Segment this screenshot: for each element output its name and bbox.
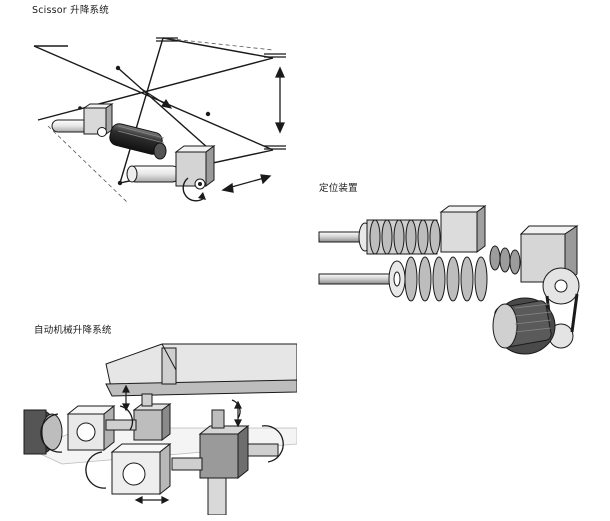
lower-bellows <box>388 245 521 302</box>
screw-jack-right <box>171 409 279 515</box>
horizontal-travel-arrow-icon <box>134 496 170 504</box>
rotation-arrow-icon <box>182 177 205 202</box>
vertical-travel-arrow-icon <box>122 384 242 428</box>
scissor-frame <box>33 37 274 184</box>
drive-motor <box>23 409 63 455</box>
scissor-lift-illustration <box>33 37 286 204</box>
caption-automation-lift: 自动机械升降系统 <box>34 325 112 336</box>
caption-scissor-lift: Scissor 升降系统 <box>32 5 109 16</box>
positioning-device-illustration <box>318 205 580 355</box>
upper-gearbox <box>439 205 487 253</box>
upper-bellows <box>358 219 441 255</box>
drive-motor <box>109 123 167 160</box>
vertical-travel-arrow-icon <box>274 66 286 134</box>
lower-rod <box>318 273 400 285</box>
bevel-gearbox-center <box>110 442 172 496</box>
belt-drive <box>542 267 580 349</box>
screw-jack-left <box>105 393 172 441</box>
frame-brackets <box>156 37 286 150</box>
horizontal-travel-arrow-icon <box>221 174 272 193</box>
drive-motor <box>492 297 556 355</box>
screw-jack-front <box>126 145 216 190</box>
bevel-gearbox-left <box>66 404 116 452</box>
rotation-arrow-icon <box>40 399 284 489</box>
caption-positioning-device: 定位装置 <box>319 183 358 194</box>
automation-lift-illustration <box>23 343 297 515</box>
overhead-i-beam <box>105 343 297 397</box>
